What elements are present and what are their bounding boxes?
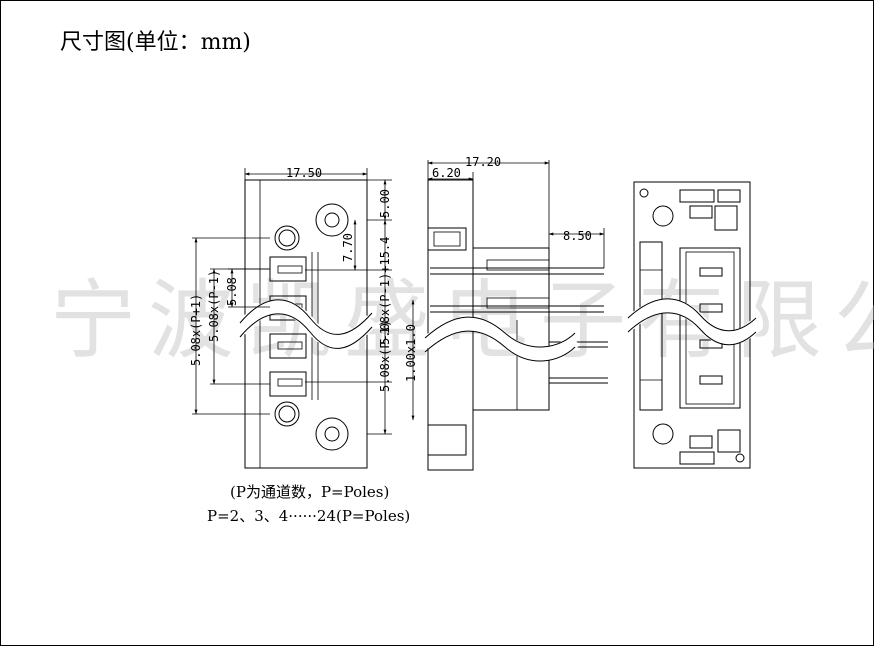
- screw-icon: [274, 225, 300, 251]
- rear-body-outline: [633, 181, 751, 469]
- rear-view: [623, 181, 761, 469]
- pins: [430, 267, 608, 384]
- dim-right-pins-span: 5.08x(P-1): [378, 320, 392, 392]
- dim-pitch: 5.08: [225, 277, 239, 306]
- mount-hole-icon: [315, 417, 349, 451]
- dim-front-width: 17.50: [286, 166, 322, 180]
- mount-hole-icon: [652, 205, 674, 227]
- page-title: 尺寸图(单位：mm): [60, 30, 251, 55]
- note-poles-definition: (P为通道数，P=Poles): [230, 483, 390, 501]
- note-poles-range: P=2、3、4······24(P=Poles): [207, 507, 411, 525]
- dim-pin-length: 8.50: [563, 229, 592, 243]
- dim-side-depth: 17.20: [465, 155, 501, 169]
- pin-slots: [269, 256, 307, 397]
- dim-flange: 6.20: [432, 166, 461, 180]
- mount-hole-icon: [315, 203, 349, 237]
- dim-right-overall: 5.08x(P-1)+15.4: [378, 237, 392, 345]
- screw-icon: [427, 227, 467, 251]
- front-view: 17.50 5.00 7.70 5.08x(P-1)+15.4 5.08x(P-…: [189, 166, 392, 469]
- dim-pin-size: 1.00x1.0: [404, 324, 418, 382]
- dim-hole-offset: 7.70: [341, 233, 355, 262]
- screw-icon: [274, 401, 300, 427]
- dim-top-offset: 5.00: [378, 189, 392, 218]
- mount-hole-icon: [652, 423, 674, 445]
- dim-overall: 5.08x(P+1): [189, 294, 203, 366]
- side-view: 17.20 6.20 8.50 1.00x1.0: [404, 155, 608, 471]
- dim-pins-span: 5.08x(P-1): [207, 270, 221, 342]
